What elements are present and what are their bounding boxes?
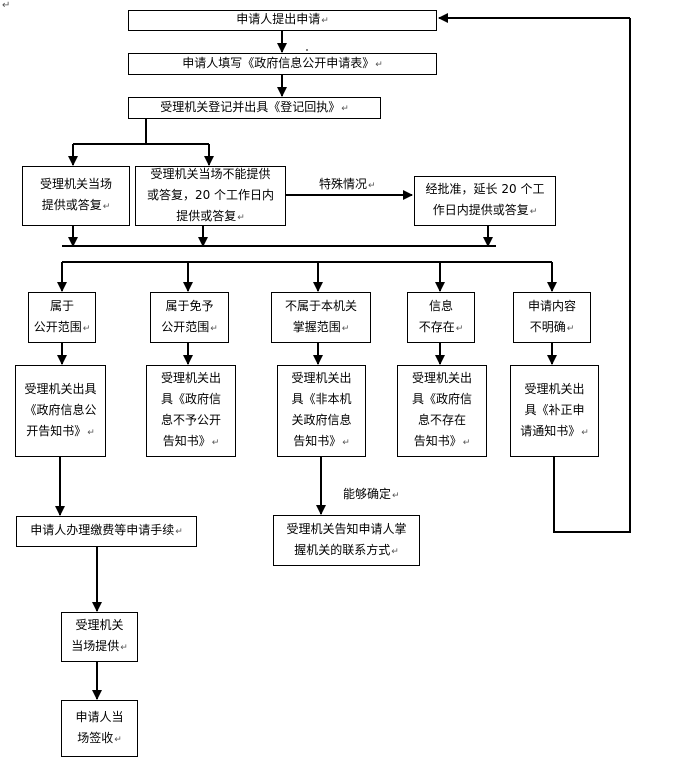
node-public-scope-text: 属于 公开范围 [34, 296, 91, 340]
node-notice-not-org-text: 受理机关出 具《非本机 关政府信息 告知书》 [291, 368, 351, 454]
node-onsite-reply-text: 受理机关当场 提供或答复 [40, 174, 112, 218]
node-inform-contact: 受理机关告知申请人掌 握机关的联系方式 [273, 515, 420, 566]
node-notice-public: 受理机关出具 《政府信息公 开告知书》 [15, 365, 106, 457]
node-not-this-org: 不属于本机关 掌握范围 [271, 292, 371, 343]
node-not-this-org-text: 不属于本机关 掌握范围 [285, 296, 357, 340]
node-exempt-scope-text: 属于免予 公开范围 [161, 296, 218, 340]
node-exempt-scope: 属于免予 公开范围 [150, 292, 229, 343]
label-can-determine: 能够确定 [343, 485, 400, 502]
node-cannot-onsite-text: 受理机关当场不能提供 或答复，20 个工作日内 提供或答复 [147, 164, 274, 229]
node-notice-public-text: 受理机关出具 《政府信息公 开告知书》 [24, 379, 96, 444]
label-special-case: 特殊情况 [319, 175, 376, 192]
node-fill-form: 申请人填写《政府信息公开申请表》 [128, 53, 437, 75]
node-inform-contact-text: 受理机关告知申请人掌 握机关的联系方式 [286, 519, 406, 563]
node-pay-fees-text: 申请人办理缴费等申请手续 [30, 520, 183, 543]
node-notice-not-org: 受理机关出 具《非本机 关政府信息 告知书》 [277, 365, 366, 457]
node-notice-exempt-text: 受理机关出 具《政府信 息不予公开 告知书》 [161, 368, 221, 454]
node-not-exist-text: 信息 不存在 [419, 296, 464, 340]
node-cannot-onsite: 受理机关当场不能提供 或答复，20 个工作日内 提供或答复 [135, 166, 286, 226]
node-register-text: 受理机关登记并出具《登记回执》 [160, 97, 349, 120]
node-provide-onsite-text: 受理机关 当场提供 [71, 615, 128, 659]
node-onsite-reply: 受理机关当场 提供或答复 [22, 166, 130, 226]
node-notice-exempt: 受理机关出 具《政府信 息不予公开 告知书》 [146, 365, 236, 457]
node-fill-form-text: 申请人填写《政府信息公开申请表》 [182, 53, 383, 76]
node-unclear: 申请内容 不明确 [513, 292, 591, 343]
node-sign-receive-text: 申请人当 场签收 [75, 707, 123, 751]
node-extend: 经批准，延长 20 个工 作日内提供或答复 [414, 176, 556, 226]
node-pay-fees: 申请人办理缴费等申请手续 [16, 516, 197, 547]
node-unclear-text: 申请内容 不明确 [528, 296, 576, 340]
node-register: 受理机关登记并出具《登记回执》 [128, 97, 381, 119]
split-register [145, 118, 209, 145]
node-apply: 申请人提出申请 [128, 10, 437, 31]
paragraph-mark: ↵ [2, 0, 11, 11]
node-public-scope: 属于 公开范围 [28, 292, 96, 343]
node-provide-onsite: 受理机关 当场提供 [61, 612, 138, 662]
node-notice-not-exist-text: 受理机关出 具《政府信 息不存在 告知书》 [412, 368, 472, 454]
node-notice-not-exist: 受理机关出 具《政府信 息不存在 告知书》 [397, 365, 487, 457]
node-sign-receive: 申请人当 场签收 [61, 700, 138, 757]
loop-back-to-apply [553, 18, 631, 533]
node-extend-text: 经批准，延长 20 个工 作日内提供或答复 [426, 179, 545, 223]
node-notice-correct-text: 受理机关出 具《补正申 请通知书》 [520, 379, 589, 444]
node-apply-text: 申请人提出申请 [236, 9, 329, 32]
node-notice-correct: 受理机关出 具《补正申 请通知书》 [510, 365, 599, 457]
node-not-exist: 信息 不存在 [407, 292, 475, 343]
